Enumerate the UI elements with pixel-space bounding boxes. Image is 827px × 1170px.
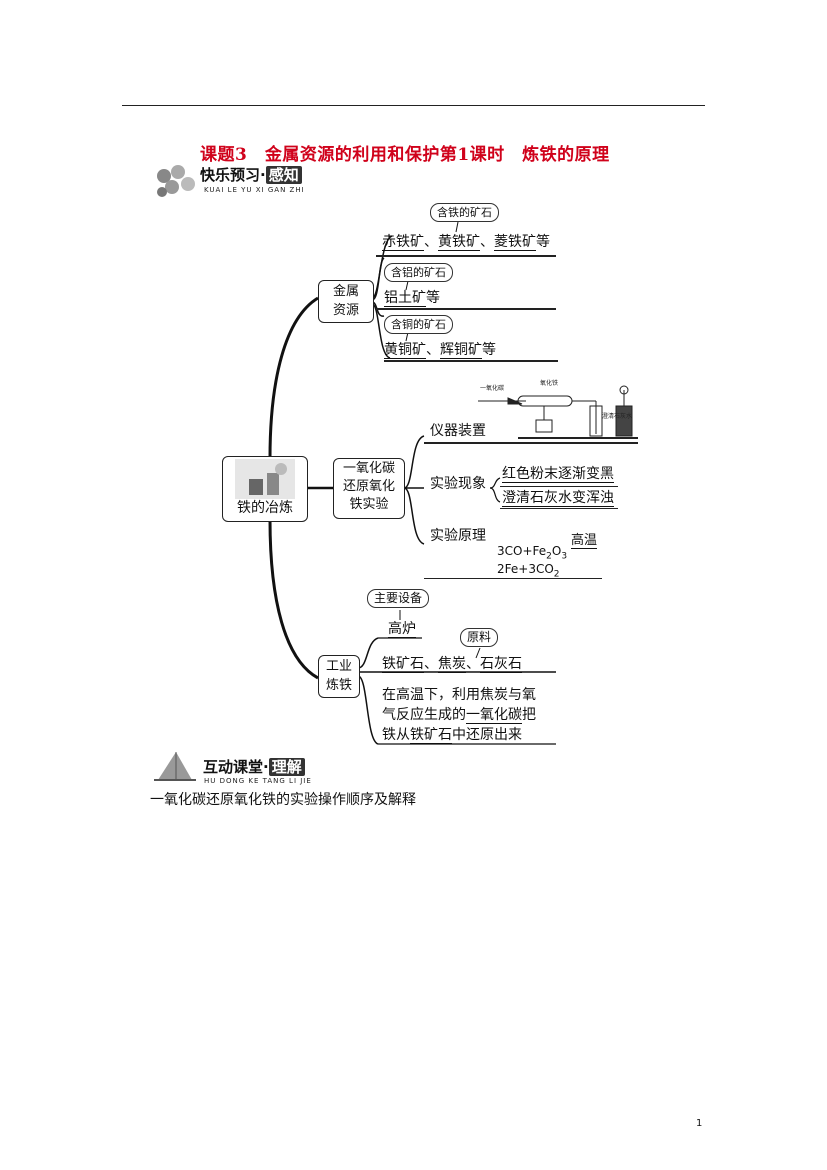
principle-label: 实验原理: [430, 528, 486, 544]
root-label: 铁的冶炼: [237, 500, 293, 516]
banner-preview-badge: 感知: [265, 166, 302, 184]
equipment-line: 高炉: [388, 621, 416, 638]
furnace-photo: [235, 459, 295, 499]
sail-icon: [154, 752, 196, 781]
apparatus-label: 仪器装置: [430, 423, 486, 439]
desc-line-3: 铁从铁矿石中还原出来: [382, 727, 522, 744]
apparatus-label-fe2o3: 氧化铁: [540, 379, 558, 387]
page-title: 课题3 金属资源的利用和保护第1课时 炼铁的原理: [200, 145, 610, 165]
cu-ores-line: 黄铜矿、辉铜矿等: [384, 342, 496, 359]
apparatus-diagram: 一氧化碳 氧化铁 澄清石灰水: [478, 379, 638, 439]
apparatus-label-co: 一氧化碳: [480, 384, 504, 392]
page-number: 1: [696, 1118, 703, 1129]
iron-ores-line: 赤铁矿、黄铁矿、菱铁矿等: [382, 234, 550, 251]
puzzle-icon: [157, 165, 195, 197]
phenomenon-2: 澄清石灰水变浑浊: [502, 490, 614, 507]
banner-classroom-text: 互动课堂: [203, 758, 264, 776]
phenomenon-1: 红色粉末逐渐变黑: [502, 466, 614, 483]
metal-node: 金属资源: [318, 280, 374, 323]
bubble-equipment: 主要设备: [367, 589, 430, 608]
header-rule: [122, 105, 705, 106]
root-node: 铁的冶炼: [222, 456, 308, 522]
desc-line-2: 气反应生成的一氧化碳把: [382, 707, 536, 724]
al-ore-line: 铝土矿等: [384, 290, 440, 307]
banner-classroom-pinyin: HU DONG KE TANG LI JIE: [204, 777, 312, 785]
desc-line-1: 在高温下，利用焦炭与氧: [382, 687, 536, 703]
equation-right: 2Fe+3CO2: [497, 562, 560, 580]
banner-classroom-badge: 理解: [268, 758, 305, 776]
equation-condition: 高温: [571, 533, 598, 549]
equation-left: 3CO+Fe2O3: [497, 544, 568, 562]
bubble-raw: 原料: [460, 628, 499, 647]
bubble-al-ore: 含铝的矿石: [384, 263, 453, 282]
bubble-cu-ore: 含铜的矿石: [384, 315, 453, 334]
bubble-iron-ore: 含铁的矿石: [430, 203, 499, 222]
mindmap-connectors: [268, 221, 556, 745]
phenomenon-label: 实验现象: [430, 476, 486, 492]
section-heading: 一氧化碳还原氧化铁的实验操作顺序及解释: [150, 792, 416, 808]
banner-preview-text: 快乐预习: [200, 166, 261, 184]
raw-line: 铁矿石、焦炭、石灰石: [382, 656, 522, 673]
industry-node: 工业炼铁: [318, 655, 360, 698]
co-node: 一氧化碳还原氧化铁实验: [333, 458, 405, 519]
banner-preview-pinyin: KUAI LE YU XI GAN ZHI: [204, 186, 305, 194]
apparatus-label-lime: 澄清石灰水: [602, 412, 632, 420]
